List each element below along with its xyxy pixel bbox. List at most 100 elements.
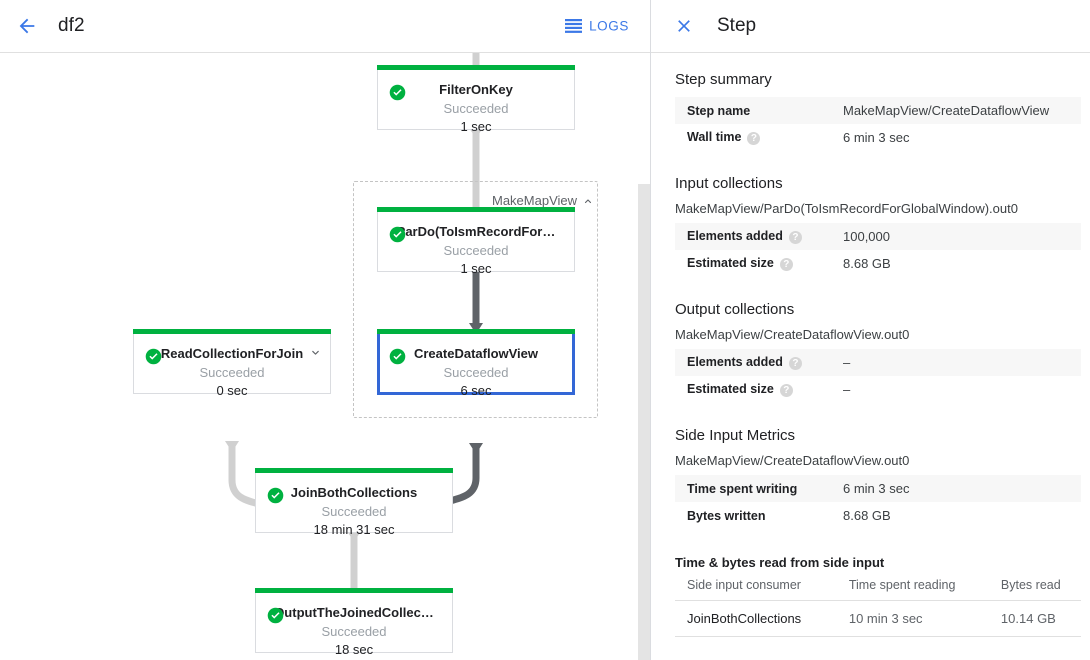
pane-divider xyxy=(650,0,651,660)
cell-bytes-read: 10.14 GB xyxy=(988,600,1081,637)
help-icon[interactable]: ? xyxy=(747,131,761,145)
row-key: Bytes written xyxy=(687,508,766,523)
row-key: Step name xyxy=(687,103,751,118)
graph-vertical-scrollbar[interactable] xyxy=(638,184,650,660)
step-summary-table: Step name MakeMapView/CreateDataflowView… xyxy=(675,97,1081,151)
row-key-label: Wall time xyxy=(687,130,742,145)
node-status-accent xyxy=(133,329,331,334)
row-value: MakeMapView/CreateDataflowView xyxy=(843,103,1050,118)
node-status-accent xyxy=(377,207,575,212)
side-input-metrics-heading: Side Input Metrics xyxy=(675,427,796,444)
job-graph-pane: df2 LOGS xyxy=(0,0,651,660)
composite-group-name: MakeMapView xyxy=(492,193,578,208)
node-name: OutputTheJoinedCollec… xyxy=(274,605,434,620)
row-key-label: Estimated size xyxy=(687,256,774,271)
help-icon[interactable]: ? xyxy=(779,257,793,271)
row-key: Elements added? xyxy=(675,223,843,250)
side-input-metrics-table: Time spent writing 6 min 3 sec Bytes wri… xyxy=(675,475,1081,529)
page-title: df2 xyxy=(58,15,85,36)
node-status-accent xyxy=(255,468,453,473)
node-status-accent xyxy=(377,329,575,334)
node-status-accent xyxy=(255,588,453,593)
column-header-time-spent-reading: Time spent reading xyxy=(836,574,989,601)
row-value: – xyxy=(843,382,851,397)
output-collection-name: MakeMapView/CreateDataflowView.out0 xyxy=(675,327,910,342)
node-name: ParDo(ToIsmRecordFor… xyxy=(396,224,556,239)
row-value: 8.68 GB xyxy=(843,508,891,523)
row-key-label: Elements added xyxy=(687,229,783,244)
cell-consumer: JoinBothCollections xyxy=(675,600,837,637)
node-name: JoinBothCollections xyxy=(290,485,418,500)
row-key: Estimated size? xyxy=(675,250,843,277)
table-header-row: Side input consumer Time spent reading B… xyxy=(675,574,1081,601)
graph-node-pardo-to-ism-record[interactable]: ParDo(ToIsmRecordFor… Succeeded 1 sec xyxy=(377,207,575,276)
graph-node-create-dataflow-view[interactable]: CreateDataflowView Succeeded 6 sec xyxy=(377,329,575,398)
row-value: 8.68 GB xyxy=(843,256,891,271)
node-body: OutputTheJoinedCollec… Succeeded 18 sec xyxy=(256,593,452,657)
node-time: 1 sec xyxy=(460,119,492,134)
node-status: Succeeded xyxy=(199,365,265,380)
node-status: Succeeded xyxy=(443,101,509,116)
table-row: Step name MakeMapView/CreateDataflowView xyxy=(675,97,1081,124)
step-panel-body: Step summary Step name MakeMapView/Creat… xyxy=(651,53,1090,637)
row-value: 6 min 3 sec xyxy=(843,481,910,496)
graph-canvas-area[interactable]: MakeMapView FilterOnKey Succeeded 1 sec xyxy=(0,53,651,660)
step-panel-title: Step xyxy=(717,15,757,36)
table-row: Elements added? 100,000 xyxy=(675,223,1081,250)
check-circle-icon xyxy=(267,487,284,504)
node-time: 0 sec xyxy=(216,383,248,398)
node-time: 6 sec xyxy=(460,383,492,398)
check-circle-icon xyxy=(389,348,406,365)
output-collections-table: Elements added? – Estimated size? – xyxy=(675,349,1081,403)
graph-node-filter-on-key[interactable]: FilterOnKey Succeeded 1 sec xyxy=(377,65,575,134)
node-time: 18 min 31 sec xyxy=(313,522,395,537)
graph-node-join-both-collections[interactable]: JoinBothCollections Succeeded 18 min 31 … xyxy=(255,468,453,537)
node-body: JoinBothCollections Succeeded 18 min 31 … xyxy=(256,473,452,537)
composite-group-label[interactable]: MakeMapView xyxy=(492,193,594,208)
node-body: ParDo(ToIsmRecordFor… Succeeded 1 sec xyxy=(378,212,574,276)
column-header-bytes-read: Bytes read xyxy=(988,574,1081,601)
table-row: Wall time? 6 min 3 sec xyxy=(675,124,1081,151)
check-circle-icon xyxy=(389,84,406,101)
chevron-up-icon[interactable] xyxy=(582,195,594,207)
node-time: 1 sec xyxy=(460,261,492,276)
close-icon[interactable] xyxy=(669,11,699,41)
logs-list-icon xyxy=(565,19,583,33)
table-row: Estimated size? 8.68 GB xyxy=(675,250,1081,277)
row-value: 100,000 xyxy=(843,229,890,244)
help-icon[interactable]: ? xyxy=(788,230,802,244)
top-bar: df2 LOGS xyxy=(0,0,651,53)
check-circle-icon xyxy=(389,226,406,243)
output-collections-heading: Output collections xyxy=(675,301,795,318)
composite-group-makemapview[interactable] xyxy=(353,181,598,418)
row-key: Wall time? xyxy=(675,124,843,151)
row-key: Time spent writing xyxy=(687,481,798,496)
step-details-panel: Step Step summary Step name MakeMapView/… xyxy=(651,0,1090,660)
row-key-label: Elements added xyxy=(687,355,783,370)
side-input-read-table: Side input consumer Time spent reading B… xyxy=(675,574,1081,637)
table-row: JoinBothCollections 10 min 3 sec 10.14 G… xyxy=(675,600,1081,637)
table-row: Time spent writing 6 min 3 sec xyxy=(675,475,1081,502)
logs-button[interactable]: LOGS xyxy=(565,19,629,34)
chevron-down-icon[interactable] xyxy=(309,346,322,359)
node-status: Succeeded xyxy=(321,504,387,519)
logs-button-label: LOGS xyxy=(589,18,629,34)
node-name: FilterOnKey xyxy=(439,82,513,97)
step-summary-heading: Step summary xyxy=(675,71,772,88)
node-status: Succeeded xyxy=(443,243,509,258)
arrow-back-icon[interactable] xyxy=(10,9,44,43)
help-icon[interactable]: ? xyxy=(788,356,802,370)
table-row: Bytes written 8.68 GB xyxy=(675,502,1081,529)
graph-node-output-the-joined-collection[interactable]: OutputTheJoinedCollec… Succeeded 18 sec xyxy=(255,588,453,657)
graph-node-read-collection-for-join[interactable]: ReadCollectionForJoin Succeeded 0 sec xyxy=(133,329,331,398)
cell-time-spent-reading: 10 min 3 sec xyxy=(836,600,989,637)
step-panel-header: Step xyxy=(651,0,1090,53)
row-key-label: Estimated size xyxy=(687,382,774,397)
help-icon[interactable]: ? xyxy=(779,383,793,397)
input-collections-table: Elements added? 100,000 Estimated size? … xyxy=(675,223,1081,277)
side-input-collection-name: MakeMapView/CreateDataflowView.out0 xyxy=(675,453,910,468)
node-status-accent xyxy=(377,65,575,70)
node-status: Succeeded xyxy=(443,365,509,380)
check-circle-icon xyxy=(267,607,284,624)
node-name: ReadCollectionForJoin xyxy=(160,346,304,361)
